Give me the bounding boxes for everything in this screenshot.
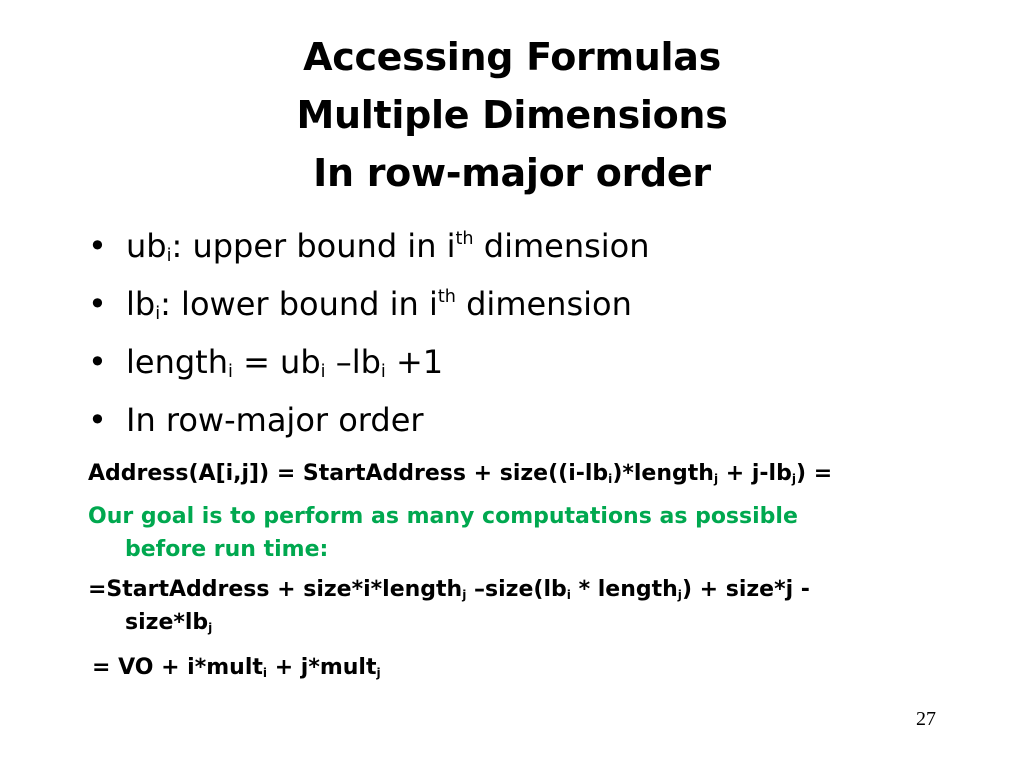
bullet-item-row-major: • In row-major order xyxy=(88,401,424,439)
bullet-dot-icon: • xyxy=(88,343,107,381)
goal-line-1: Our goal is to perform as many computati… xyxy=(88,504,798,529)
address-formula: Address(A[i,j]) = StartAddress + size((i… xyxy=(88,461,833,487)
title-line-1: Accessing Formulas xyxy=(303,35,721,79)
bullet-dot-icon: • xyxy=(88,285,107,323)
title-line-3: In row-major order xyxy=(313,151,711,195)
bullet-item-length: • lengthi = ubi –lbi +1 xyxy=(88,343,444,383)
bullet-item-ub: • ubi: upper bound in ith dimension xyxy=(88,227,650,267)
bullet-item-lb: • lbi: lower bound in ith dimension xyxy=(88,285,632,325)
bullet-dot-icon: • xyxy=(88,227,107,265)
goal-line-2: before run time: xyxy=(125,537,329,562)
vo-formula: = VO + i*multi + j*multj xyxy=(92,655,381,681)
goal-text: Our goal is to perform as many computati… xyxy=(88,500,968,566)
page-number: 27 xyxy=(916,708,936,730)
bullet-dot-icon: • xyxy=(88,401,107,439)
bullet-list: • ubi: upper bound in ith dimension • lb… xyxy=(88,226,968,458)
slide-title: Accessing Formulas Multiple Dimensions I… xyxy=(0,28,1024,202)
title-line-2: Multiple Dimensions xyxy=(296,93,728,137)
expanded-formula: =StartAddress + size*i*lengthj –size(lbi… xyxy=(88,577,810,636)
